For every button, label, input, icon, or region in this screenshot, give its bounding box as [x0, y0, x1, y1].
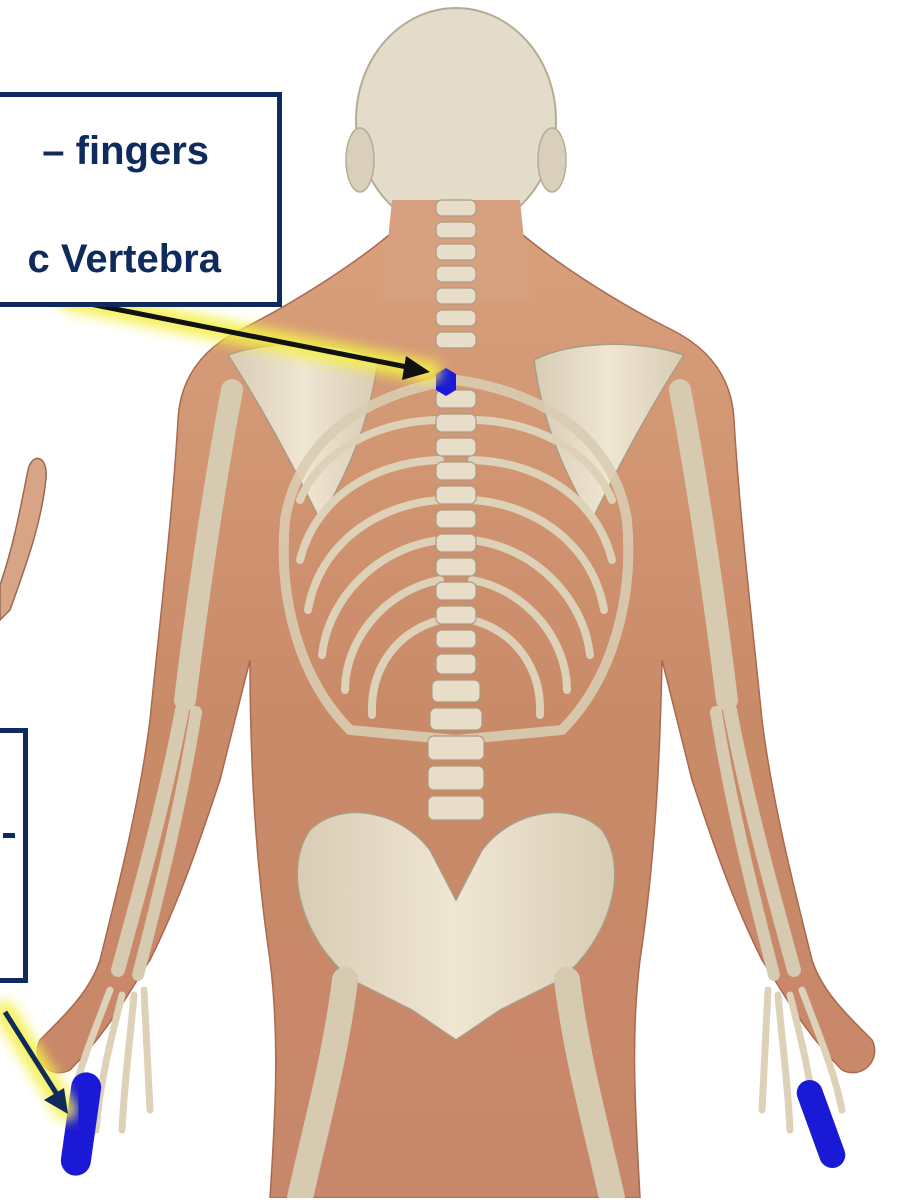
callout-left-fragment — [3, 833, 15, 838]
left-ear — [346, 128, 374, 192]
pointing-finger — [0, 458, 46, 620]
callout-top-line2: c Vertebra — [28, 239, 221, 279]
callout-top-line1: – fingers — [42, 131, 209, 171]
callout-box-top: – fingers c Vertebra — [0, 92, 282, 307]
head — [356, 8, 556, 232]
right-ear — [538, 128, 566, 192]
callout-box-left — [0, 728, 28, 983]
